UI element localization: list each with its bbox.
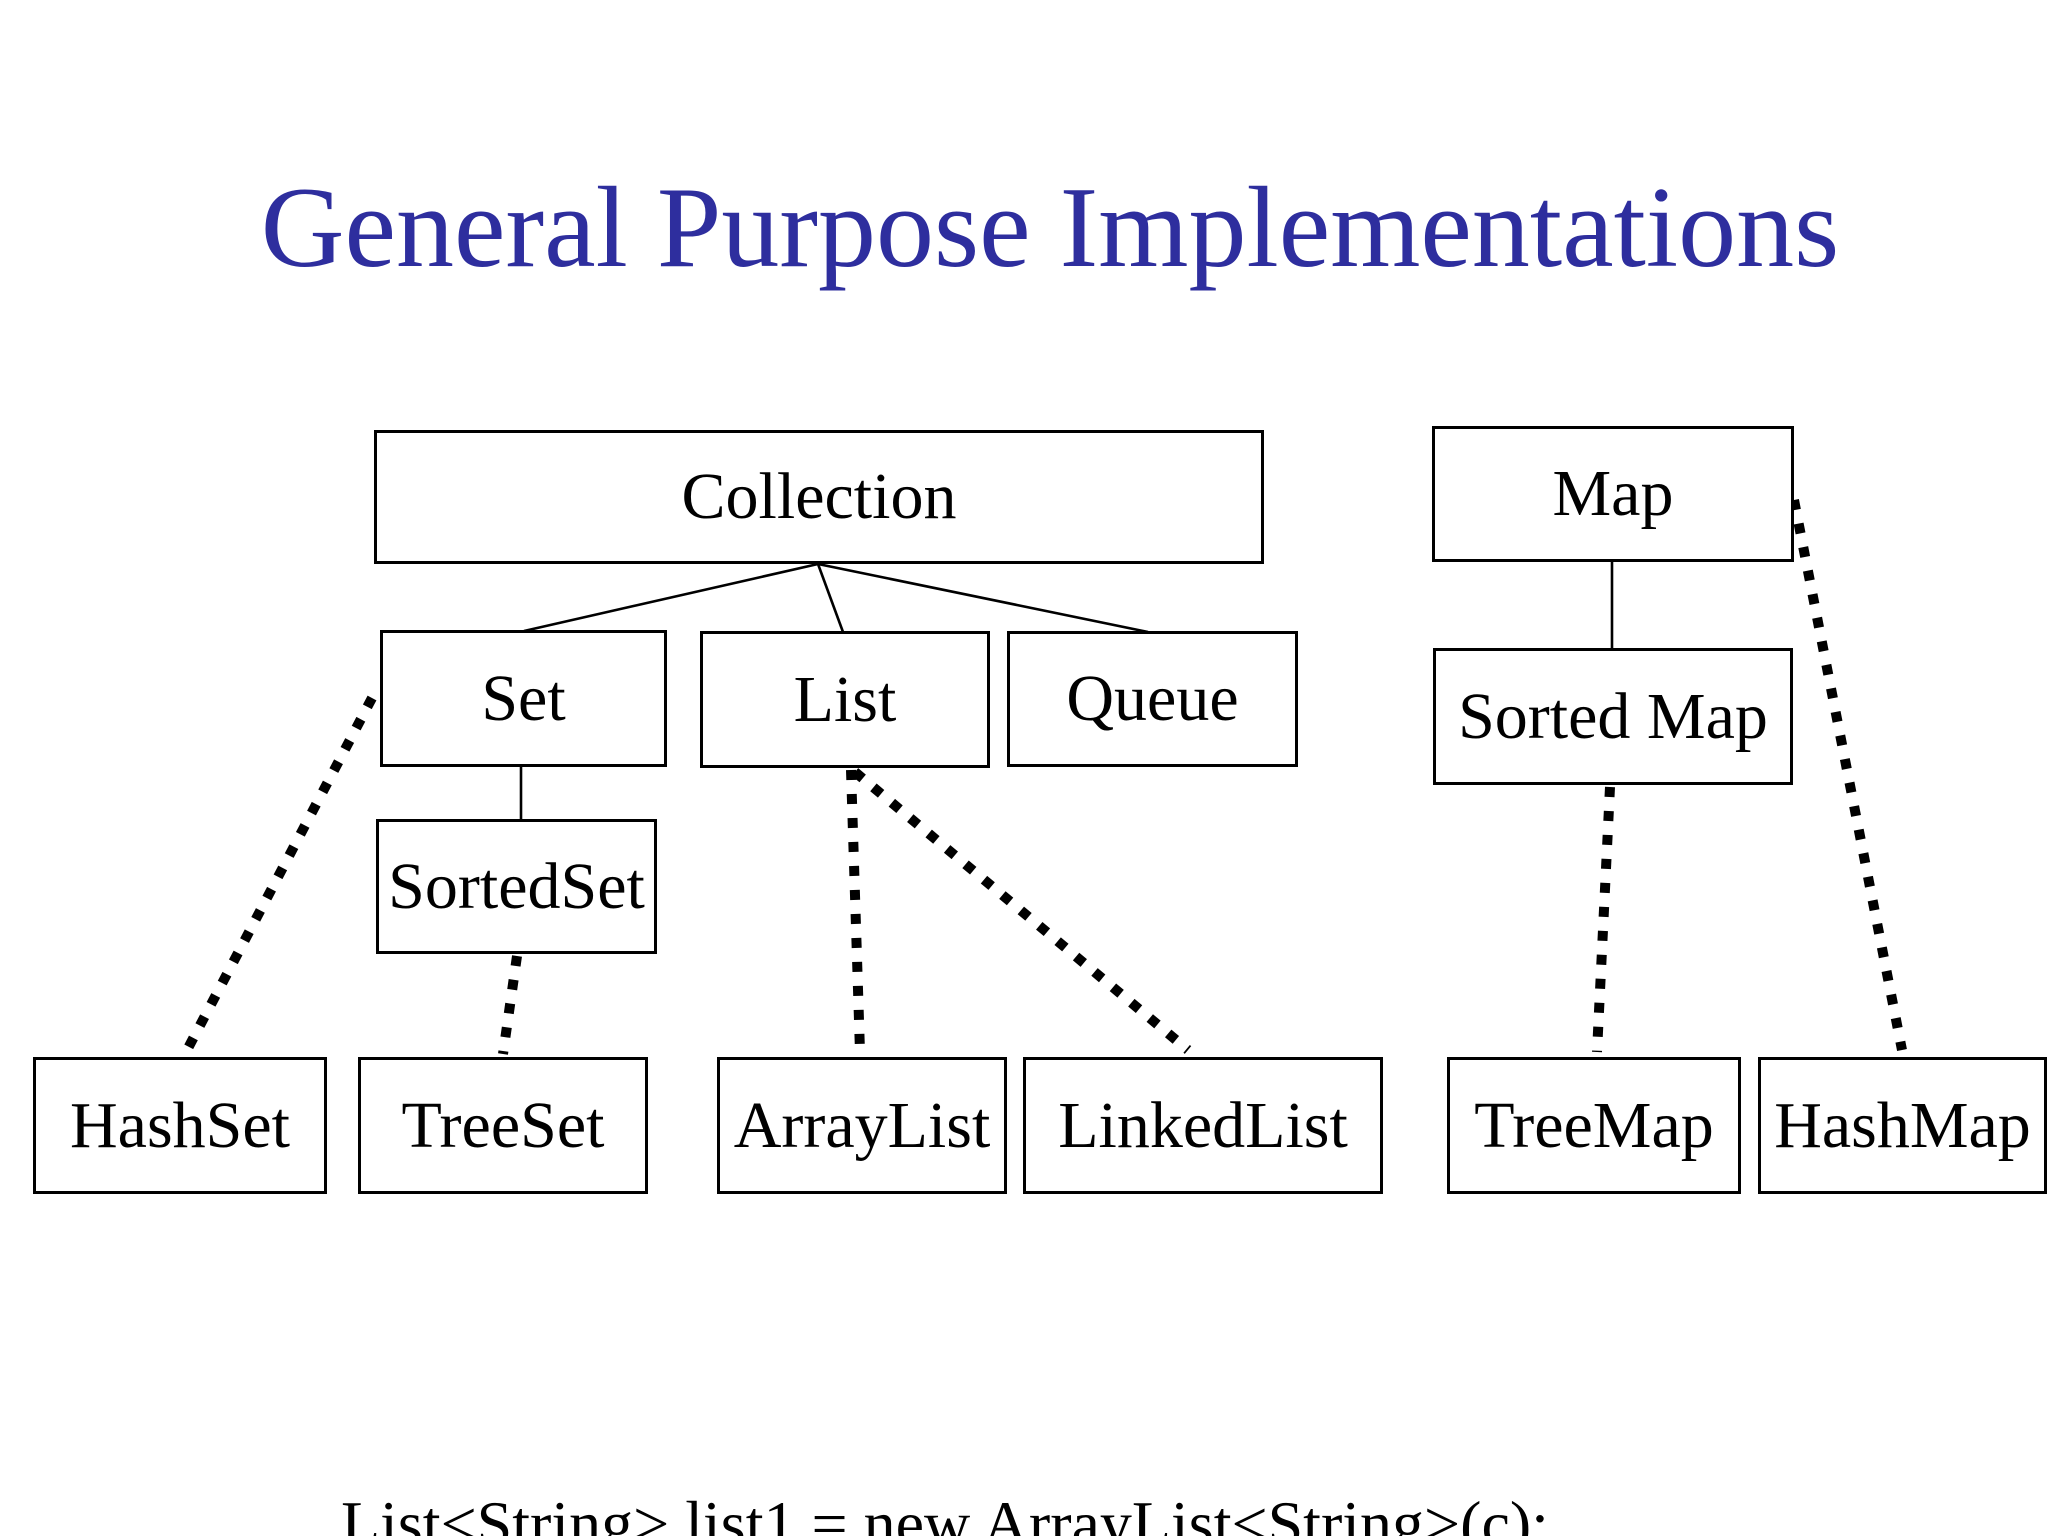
node-treemap-label: TreeMap <box>1474 1088 1714 1162</box>
node-hashset: HashSet <box>33 1057 327 1194</box>
node-set: Set <box>380 630 667 767</box>
edge-sortedmap-treemap-line <box>1592 786 1615 1053</box>
edge-collection-set-line <box>523 562 819 633</box>
node-list-label: List <box>793 662 897 736</box>
node-sortedset: SortedSet <box>376 819 657 954</box>
node-queue-label: Queue <box>1066 662 1239 735</box>
edge-sortedset-treeset-line <box>498 955 522 1055</box>
node-map: Map <box>1432 426 1794 562</box>
node-list: List <box>700 631 990 768</box>
node-collection: Collection <box>374 430 1264 564</box>
node-sorted-map: Sorted Map <box>1433 648 1793 785</box>
edge-map-hashmap-line <box>1789 499 1907 1051</box>
node-treemap: TreeMap <box>1447 1057 1741 1194</box>
node-queue: Queue <box>1007 631 1298 767</box>
slide-title: General Purpose Implementations <box>260 163 1840 292</box>
node-treeset: TreeSet <box>358 1057 648 1194</box>
node-treeset-label: TreeSet <box>401 1088 605 1162</box>
edge-collection-queue-line <box>817 562 1149 634</box>
edge-collection-list-line <box>816 563 845 633</box>
node-arraylist-label: ArrayList <box>733 1088 991 1162</box>
node-map-label: Map <box>1552 457 1674 530</box>
edge-list-arraylist-line <box>846 769 865 1053</box>
node-linkedlist-label: LinkedList <box>1058 1088 1348 1162</box>
node-set-label: Set <box>481 661 566 735</box>
edge-set-hashset-line <box>181 695 377 1055</box>
node-collection-label: Collection <box>681 460 957 533</box>
node-sorted-map-label: Sorted Map <box>1458 679 1768 753</box>
node-sortedset-label: SortedSet <box>388 849 645 923</box>
node-hashset-label: HashSet <box>70 1088 290 1162</box>
node-hashmap-label: HashMap <box>1774 1088 2031 1162</box>
code-line-1: List<String> list1 = new ArrayList<Strin… <box>341 1488 1549 1536</box>
node-arraylist: ArrayList <box>717 1057 1007 1194</box>
code-snippet: List<String> list1 = new ArrayList<Strin… <box>341 1316 1585 1536</box>
node-hashmap: HashMap <box>1758 1057 2047 1194</box>
edge-list-linkedlist-line <box>851 768 1192 1054</box>
node-linkedlist: LinkedList <box>1023 1057 1383 1194</box>
